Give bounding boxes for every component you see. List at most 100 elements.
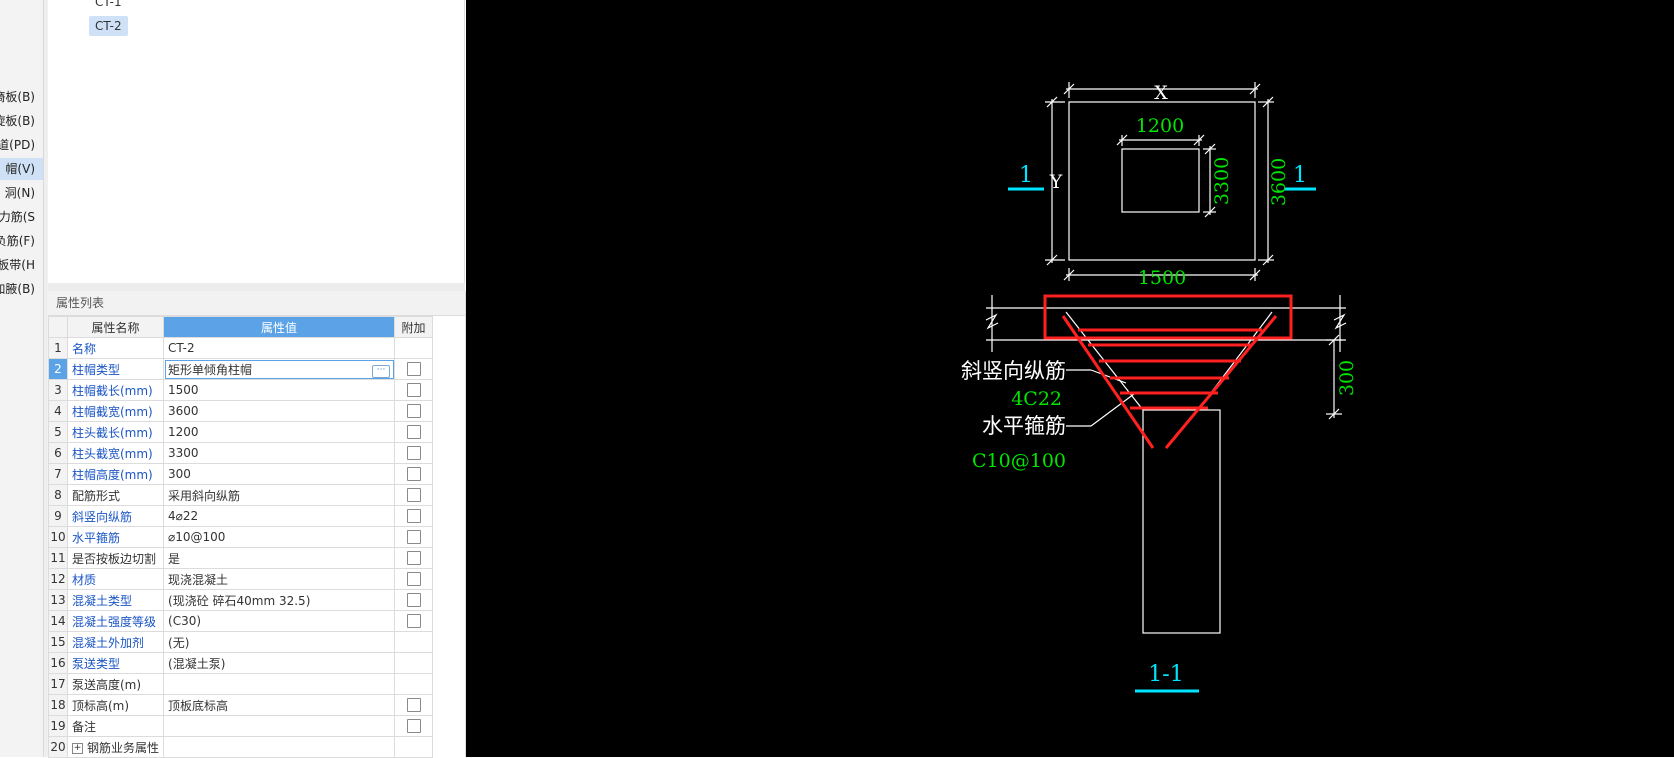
property-value[interactable]: 300 (163, 463, 396, 485)
sidebar-nav-item[interactable]: 洞(N) (0, 182, 43, 204)
extra-checkbox[interactable] (406, 614, 421, 629)
property-value[interactable]: 现浇混凝土 (163, 568, 396, 590)
extra-checkbox[interactable] (406, 446, 421, 461)
property-value[interactable]: (混凝土泵) (163, 652, 396, 674)
row-number: 19 (48, 715, 68, 737)
row-number: 7 (48, 463, 68, 485)
extra-checkbox[interactable] (406, 698, 421, 713)
property-row[interactable]: 20+钢筋业务属性 (48, 736, 434, 758)
property-value[interactable]: ··· 矩形单倾角柱帽 (163, 358, 396, 380)
property-name: 柱帽类型 (66, 358, 165, 380)
property-value[interactable]: (C30) (163, 610, 396, 632)
property-name-label: 柱帽高度(mm) (72, 467, 153, 482)
property-name-label: 备注 (72, 719, 97, 734)
property-row[interactable]: 16 泵送类型 (混凝土泵) (48, 652, 434, 674)
sidebar-nav-item[interactable]: 负筋(F) (0, 230, 43, 252)
extra-checkbox[interactable] (406, 467, 421, 482)
property-name-label: 泵送高度(m) (72, 677, 142, 692)
property-extra-cell (394, 463, 434, 485)
sidebar-nav-item[interactable]: 受力筋(S (0, 206, 43, 228)
property-value[interactable]: (无) (163, 631, 396, 653)
drawing-canvas[interactable]: X Y 1200 3300 3600 1500 1 1 斜竖向纵筋 4C22 水… (466, 0, 1674, 757)
plan-y-label: Y (1049, 171, 1063, 193)
property-value[interactable]: 是 (163, 547, 396, 569)
more-options-icon[interactable]: ··· (372, 364, 391, 378)
extra-checkbox[interactable] (406, 509, 421, 524)
extra-checkbox[interactable] (406, 383, 421, 398)
property-panel-title: 属性列表 (48, 291, 465, 316)
property-value[interactable] (163, 715, 396, 737)
row-number: 11 (48, 547, 68, 569)
property-value[interactable]: (现浇砼 碎石40mm 32.5) (163, 589, 396, 611)
property-value-label: 矩形单倾角柱帽 (168, 362, 253, 377)
tree-item[interactable]: CT-2 (89, 16, 128, 36)
sidebar-nav-label: 旖板(B) (0, 90, 35, 104)
extra-checkbox[interactable] (406, 551, 421, 566)
property-value[interactable]: 1200 (163, 421, 396, 443)
property-row[interactable]: 19 备注 (48, 715, 434, 737)
sidebar-nav-item[interactable]: 加腋(B) (0, 278, 43, 300)
extra-checkbox[interactable] (406, 488, 421, 503)
sloped-rebar-right[interactable] (1164, 315, 1278, 449)
extra-checkbox[interactable] (406, 362, 421, 377)
sloped-rebar-left[interactable] (1061, 315, 1155, 449)
property-value[interactable]: 3300 (163, 442, 396, 464)
sidebar-nav-item[interactable]: 帽(V) (0, 158, 43, 180)
extra-checkbox[interactable] (406, 719, 421, 734)
expand-icon[interactable]: + (72, 742, 83, 754)
property-row[interactable]: 14 混凝土强度等级 (C30) (48, 610, 434, 632)
column-header-name[interactable]: 属性名称 (66, 316, 165, 338)
extra-checkbox[interactable] (406, 425, 421, 440)
sidebar-nav-item[interactable]: 层板带(H (0, 254, 43, 276)
panel-splitter[interactable] (48, 283, 465, 291)
cap-plan-outline[interactable] (1068, 101, 1256, 261)
row-number: 16 (48, 652, 68, 674)
column-header-extra[interactable]: 附加 (394, 316, 434, 338)
property-value[interactable]: CT-2 (163, 337, 396, 359)
property-name: 柱帽高度(mm) (66, 463, 165, 485)
column-header-value[interactable]: 属性值 (163, 316, 396, 338)
extra-checkbox[interactable] (406, 404, 421, 419)
cap-top-rebar-outline[interactable] (1043, 294, 1293, 340)
sidebar-divider[interactable] (44, 0, 48, 757)
extra-checkbox[interactable] (406, 593, 421, 608)
property-value[interactable]: ⌀10@100 (163, 526, 396, 548)
property-value[interactable]: 4⌀22 (163, 505, 396, 527)
tree-item[interactable]: CT-1 (95, 0, 122, 9)
property-value[interactable] (163, 736, 396, 758)
sidebar-nav-item[interactable]: 道(PD) (0, 134, 43, 156)
sidebar-nav-item[interactable]: 旋板(B) (0, 110, 43, 132)
extra-checkbox[interactable] (406, 572, 421, 587)
property-value[interactable] (163, 673, 396, 695)
property-value-label: 3300 (168, 446, 199, 460)
property-name-label: 泵送类型 (72, 656, 121, 671)
column-head-plan-outline[interactable] (1121, 148, 1200, 213)
property-value[interactable]: 3600 (163, 400, 396, 422)
extra-checkbox[interactable] (406, 530, 421, 545)
property-row[interactable]: 7 柱帽高度(mm) 300 (48, 463, 434, 485)
row-number: 14 (48, 610, 68, 632)
sidebar-nav-item[interactable]: 旖板(B) (0, 86, 43, 108)
row-number: 18 (48, 694, 68, 716)
column-section-outline[interactable] (1142, 409, 1221, 634)
property-name-label: 混凝土强度等级 (72, 614, 157, 629)
property-value[interactable]: 采用斜向纵筋 (163, 484, 396, 506)
property-value[interactable]: 1500 (163, 379, 396, 401)
property-value[interactable]: 顶板底标高 (163, 694, 396, 716)
